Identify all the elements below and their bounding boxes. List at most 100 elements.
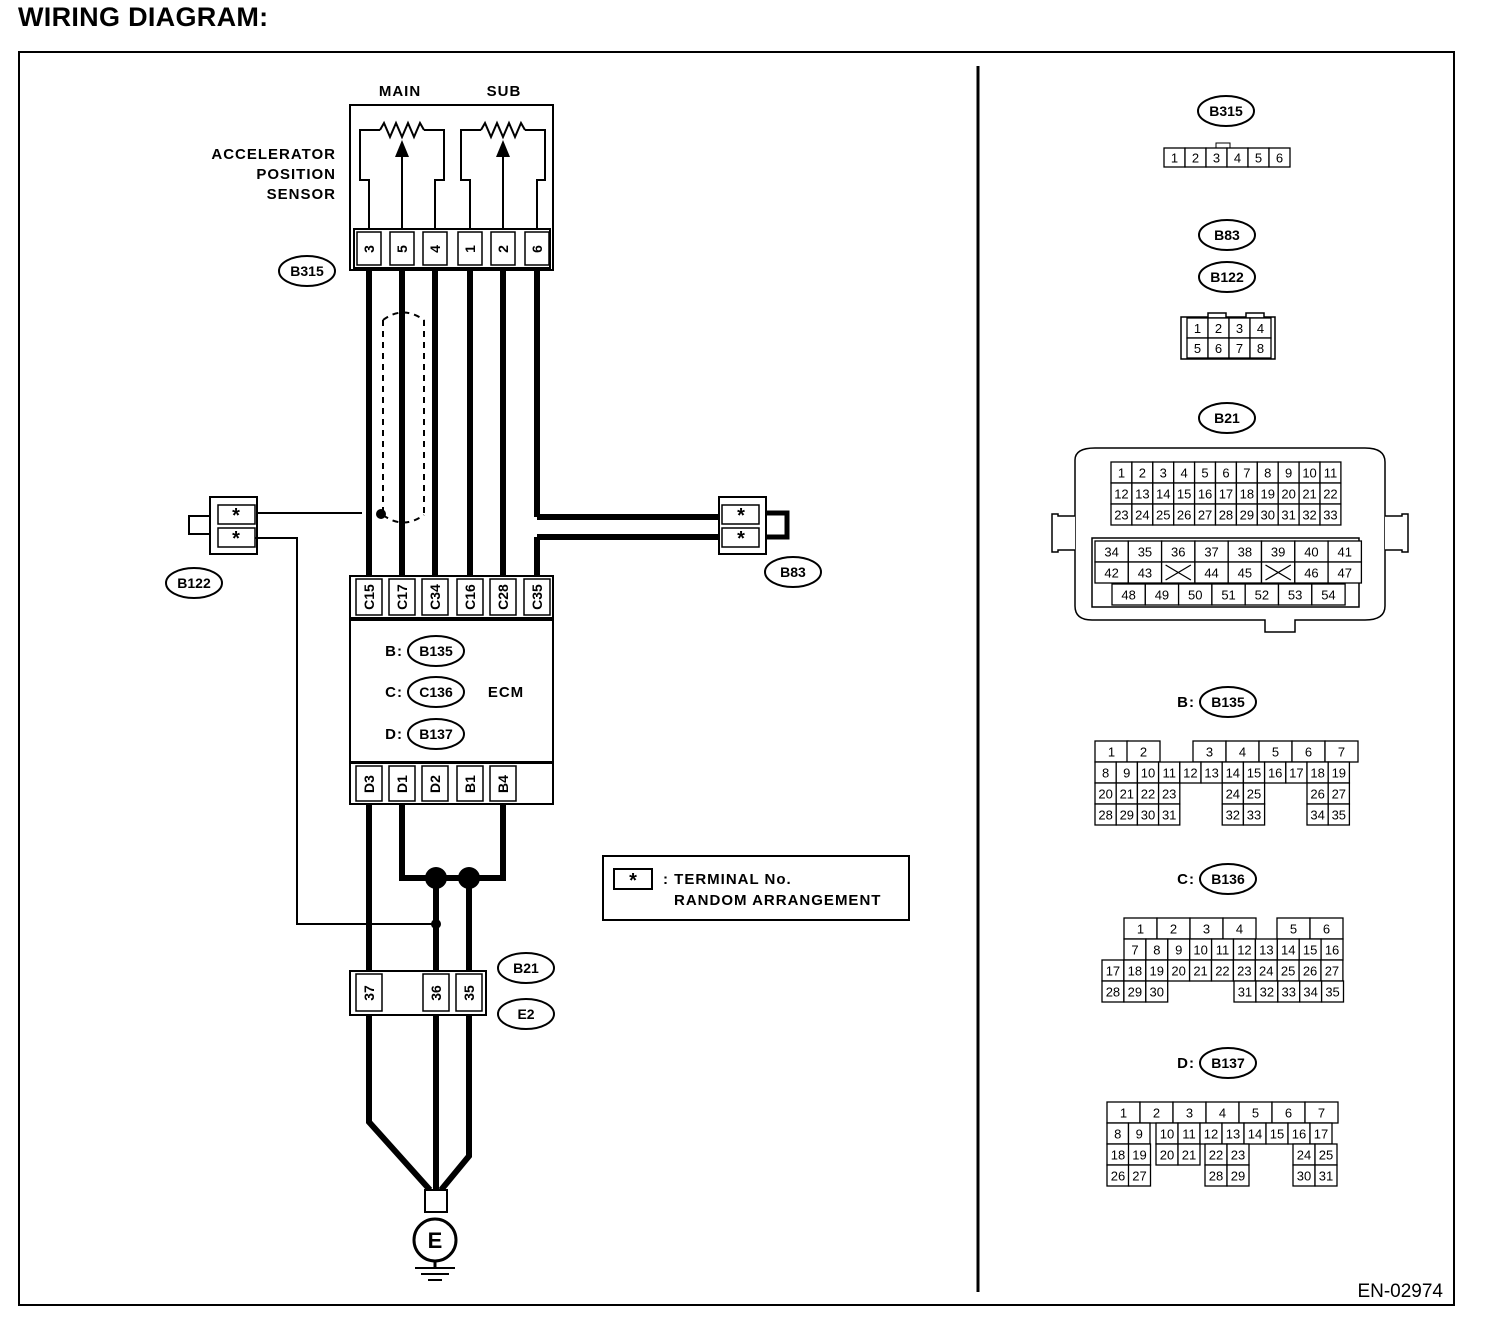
pin-number: 9 [1285,466,1292,481]
page-title: WIRING DIAGRAM: [18,2,269,32]
pin-number: 4 [1239,745,1246,760]
pin-number: 6 [1215,341,1222,356]
pin-number: 18 [1240,487,1254,502]
ecm-connector-b-prefix: B: [385,643,403,660]
pin-number: 53 [1288,588,1302,603]
b122-ground-wire [255,537,436,925]
view-b135-label: B135 [1211,694,1245,710]
sensor-terminal-2: 2 [495,245,511,253]
sensor-name-line-3: SENSOR [267,186,336,203]
pin-number: 8 [1102,766,1109,781]
pin-number: 31 [1162,808,1176,823]
ecm: C15 C17 C34 C16 C28 C35 ECM B: B135 C: C… [349,575,554,805]
pin-number: 11 [1216,943,1230,958]
pin-number: 22 [1141,787,1155,802]
connector-b21-oval [497,952,555,984]
view-b135-prefix: B: [1177,694,1195,711]
pin-number: 1 [1120,1106,1127,1121]
pin-number: 17 [1219,487,1233,502]
pin-number: 48 [1121,588,1135,603]
ecm-label: ECM [488,684,524,701]
wire-b83-loop-inner [540,520,724,534]
pin-number: 17 [1314,1127,1328,1142]
pin-number: 8 [1257,341,1264,356]
pin-number: 2 [1215,321,1222,336]
pin-number: 10 [1193,943,1207,958]
view-b137-oval [1199,1047,1257,1079]
ground-point: E [412,1189,458,1268]
sensor-name-line-1: ACCELERATOR [211,146,336,163]
connector-b122-oval [165,567,223,599]
connector-e2-oval [497,998,555,1030]
pin-number: 37 [1204,545,1218,560]
view-b315-label: B315 [1209,103,1243,119]
pin-number: 15 [1247,766,1261,781]
pin-number: 50 [1188,588,1202,603]
pin-number: 9 [1123,766,1130,781]
pin-cell [1145,980,1169,1003]
pin-number: 29 [1240,508,1254,523]
pin-number: 10 [1141,766,1155,781]
harness-wires [366,268,506,578]
ground-label: E [428,1228,443,1253]
pin-number: 4 [1219,1106,1226,1121]
pin-number: 15 [1303,943,1317,958]
pin-number: 13 [1226,1127,1240,1142]
pin-cell [1327,561,1363,584]
pin-number: 5 [1252,1106,1259,1121]
pin-number: 16 [1292,1127,1306,1142]
pin-number: 32 [1226,808,1240,823]
pin-number: 34 [1310,808,1324,823]
pin-number: 5 [1201,466,1208,481]
ecm-terminal-b4: B4 [495,775,511,793]
pin-cell [1311,583,1346,606]
pin-number: 16 [1198,487,1212,502]
legend-symbol: * [629,870,637,892]
pin-number: 4 [1236,922,1243,937]
pin-number: 24 [1297,1148,1311,1163]
splice-point-1 [425,867,447,889]
pin-number: 1 [1108,745,1115,760]
pin-number: 15 [1177,487,1191,502]
pin-cell [1268,147,1291,168]
pin-number: 47 [1338,566,1352,581]
pin-number: 15 [1270,1127,1284,1142]
legend: * : TERMINAL No. RANDOM ARRANGEMENT [602,855,910,921]
pin-number: 26 [1111,1169,1125,1184]
pin-number: 29 [1128,985,1142,1000]
pin-number: 8 [1264,466,1271,481]
connector-b315-label: B315 [290,263,324,279]
pin-number: 33 [1282,985,1296,1000]
pin-number: 14 [1281,943,1295,958]
pin-cell [1127,1164,1152,1187]
pin-cell [1177,1143,1201,1166]
ecm-terminal-d1: D1 [394,775,410,793]
pin-number: 4 [1234,151,1241,166]
pin-number: 33 [1323,508,1337,523]
b122-terminal-1: * [232,505,240,527]
pin-number: 38 [1238,545,1252,560]
pin-number: 24 [1259,964,1273,979]
joint-terminal-35: 35 [461,985,477,1001]
pin-number: 16 [1268,766,1282,781]
pin-number: 4 [1257,321,1264,336]
blocked-pin-icon [1265,564,1292,581]
pin-number: 18 [1310,766,1324,781]
pin-number: 17 [1289,766,1303,781]
pin-number: 22 [1323,487,1337,502]
pin-number: 3 [1213,151,1220,166]
pin-number: 10 [1302,466,1316,481]
ecm-connector-b135-label: B135 [419,643,453,659]
pin-number: 40 [1304,545,1318,560]
pin-number: 27 [1332,787,1346,802]
pin-number: 5 [1194,341,1201,356]
pin-number: 22 [1209,1148,1223,1163]
pin-number: 26 [1303,964,1317,979]
b83-terminal-1: * [737,505,745,527]
pin-number: 21 [1182,1148,1196,1163]
pin-number: 49 [1155,588,1169,603]
